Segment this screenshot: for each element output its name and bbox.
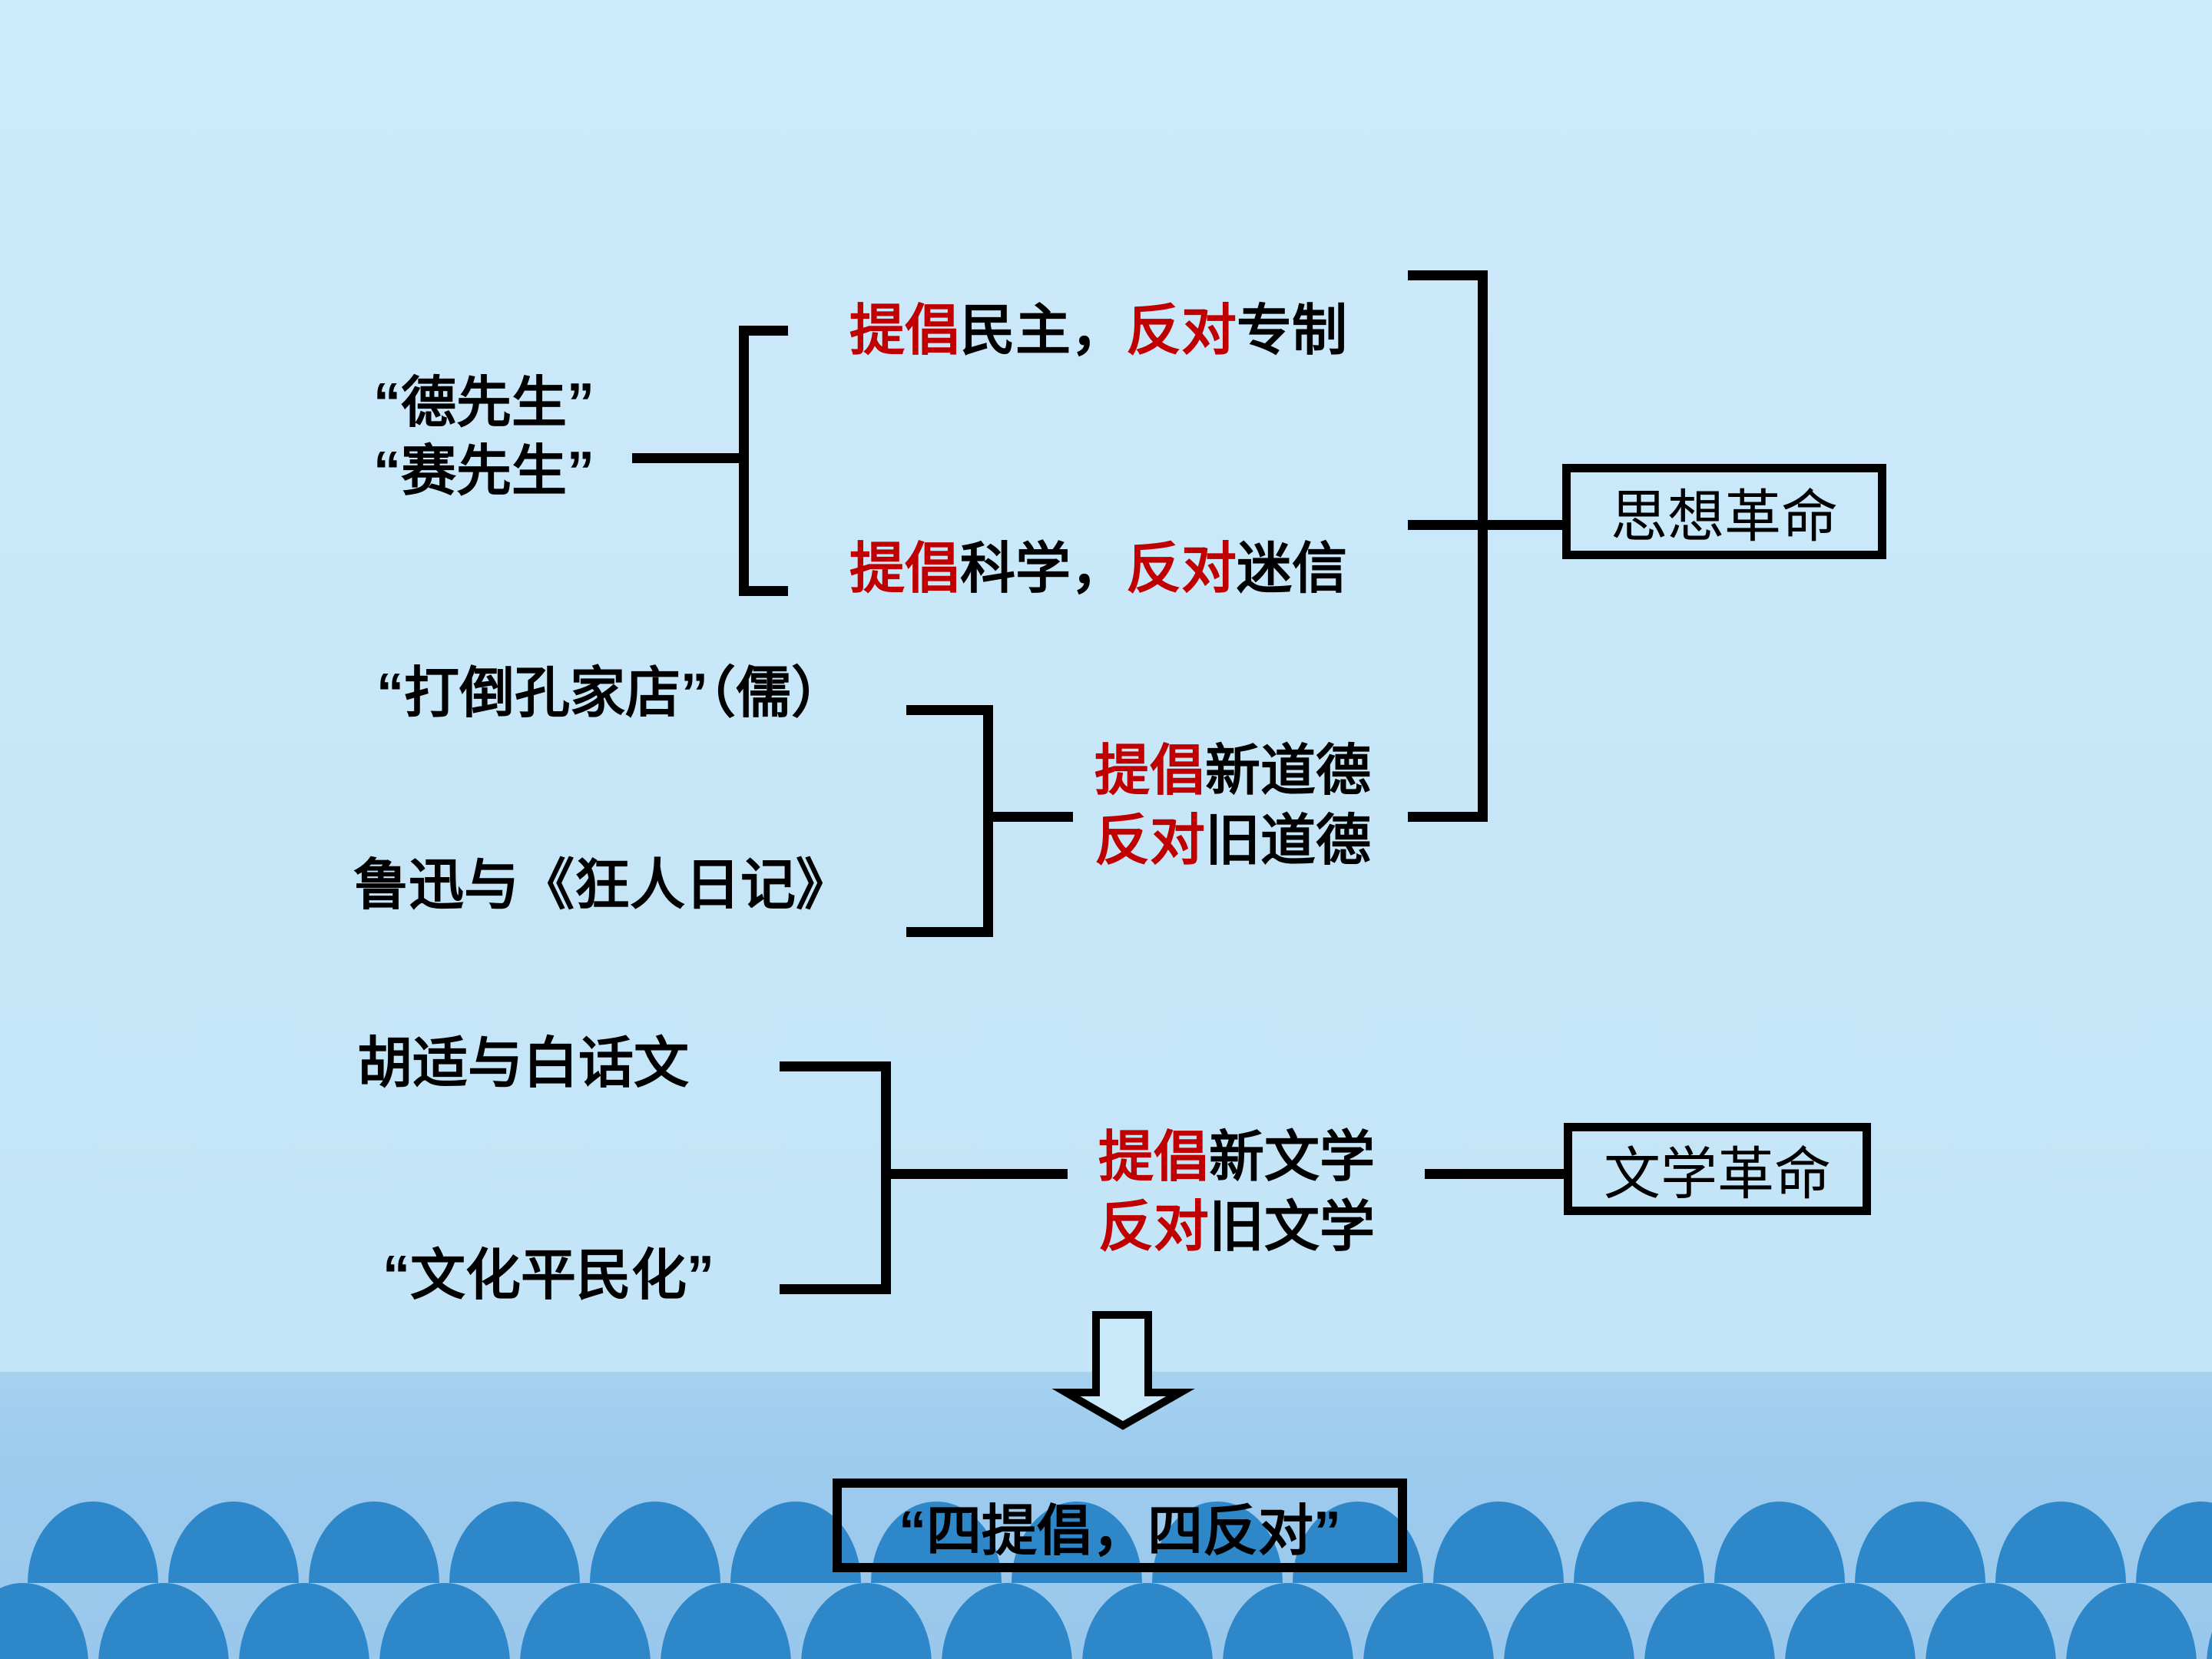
label-wenhua: “文化平民化” xyxy=(382,1245,715,1306)
wave-dome xyxy=(801,1583,932,1659)
label-hushi: 胡适与白话文 xyxy=(357,1033,690,1094)
bracket4-vertical-line xyxy=(881,1061,891,1294)
emphasis-red-text: 反对 xyxy=(1126,538,1237,600)
slogan-science: 提倡科学，反对迷信 xyxy=(849,541,1347,597)
bracket1-bottom-arm-line xyxy=(739,586,788,596)
plain-text: 迷信 xyxy=(1237,538,1348,600)
bracket3-middle-arm-line xyxy=(993,812,1073,822)
conclusion-box: “四提倡，四反对” xyxy=(833,1479,1407,1572)
bracket2-vertical-line xyxy=(1478,270,1488,822)
label-luxun: 鲁迅与《狂人日记》 xyxy=(353,855,852,916)
slogan-literature-line2: 反对旧文学 xyxy=(1098,1193,1375,1263)
bracket3-vertical-line xyxy=(983,705,993,937)
wave-dome xyxy=(2207,1583,2212,1659)
wave-dome xyxy=(309,1502,439,1583)
plain-text: 新文学 xyxy=(1209,1127,1376,1188)
bracket3-bottom-arm-line xyxy=(906,927,993,937)
wave-dome xyxy=(1995,1502,2126,1583)
wave-dome xyxy=(1855,1502,1985,1583)
label-mr-democracy: “德先生” xyxy=(373,373,595,434)
wave-dome xyxy=(1504,1583,1634,1659)
wave-dome xyxy=(1363,1583,1494,1659)
wave-dome xyxy=(1644,1583,1775,1659)
bracket1-top-arm-line xyxy=(739,326,788,336)
literature-revolution-box: 文学革命 xyxy=(1564,1123,1871,1215)
plain-text: 旧道德 xyxy=(1205,810,1372,872)
wave-dome xyxy=(520,1583,651,1659)
literature-box-connector-line xyxy=(1425,1169,1564,1179)
wave-dome xyxy=(1433,1502,1564,1583)
wave-dome xyxy=(379,1583,510,1659)
wave-dome xyxy=(28,1502,158,1583)
wave-dome xyxy=(449,1502,580,1583)
plain-text: 新道德 xyxy=(1205,740,1372,802)
bracket1-vertical-line xyxy=(739,326,749,596)
emphasis-red-text: 提倡 xyxy=(1098,1127,1210,1188)
bracket1-stem-line xyxy=(632,453,749,463)
emphasis-red-text: 反对 xyxy=(1126,300,1237,362)
wave-dome xyxy=(590,1502,720,1583)
bracket4-middle-arm-line xyxy=(891,1169,1068,1179)
bracket4-bottom-arm-line xyxy=(780,1284,891,1294)
bracket2-top-arm-line xyxy=(1408,270,1488,280)
bracket4-top-arm-line xyxy=(780,1061,891,1071)
plain-text: 科学， xyxy=(960,538,1127,600)
down-arrow-icon xyxy=(1051,1311,1195,1430)
wave-dome xyxy=(98,1583,229,1659)
wave-dome xyxy=(168,1502,299,1583)
wave-dome xyxy=(0,1583,88,1659)
bracket3-top-arm-line xyxy=(906,705,993,715)
wave-dome xyxy=(2136,1502,2212,1583)
emphasis-red-text: 反对 xyxy=(1098,1197,1210,1258)
bracket2-bottom-arm-line xyxy=(1408,812,1488,822)
emphasis-red-text: 提倡 xyxy=(849,538,961,600)
emphasis-red-text: 反对 xyxy=(1094,810,1206,872)
slogan-morality: 提倡新道德 反对旧道德 xyxy=(1094,737,1371,876)
wave-dome xyxy=(1223,1583,1353,1659)
emphasis-red-text: 提倡 xyxy=(1094,740,1206,802)
wave-dome xyxy=(1785,1583,1916,1659)
wave-dome xyxy=(1714,1502,1845,1583)
slogan-democracy: 提倡民主，反对专制 xyxy=(849,303,1347,359)
wave-dome xyxy=(1082,1583,1213,1659)
slogan-morality-line1: 提倡新道德 xyxy=(1094,737,1371,806)
wave-dome xyxy=(942,1583,1072,1659)
wave-dome xyxy=(1574,1502,1704,1583)
wave-dome xyxy=(661,1583,791,1659)
plain-text: 民主， xyxy=(960,300,1127,362)
slogan-literature: 提倡新文学 反对旧文学 xyxy=(1098,1123,1375,1263)
label-mr-democracy-science: “德先生” “赛先生” xyxy=(373,369,594,506)
wave-dome xyxy=(1926,1583,2056,1659)
wave-dome xyxy=(2066,1583,2197,1659)
emphasis-red-text: 提倡 xyxy=(849,300,961,362)
slogan-literature-line1: 提倡新文学 xyxy=(1098,1123,1375,1193)
label-mr-science: “赛先生” xyxy=(373,441,595,502)
bracket2-middle-arm-line xyxy=(1408,520,1562,530)
plain-text: 旧文学 xyxy=(1209,1197,1376,1258)
thought-revolution-box: 思想革命 xyxy=(1562,464,1886,559)
label-kongjiadian: “打倒孔家店”（儒） xyxy=(376,663,847,724)
slogan-morality-line2: 反对旧道德 xyxy=(1094,806,1371,876)
plain-text: 专制 xyxy=(1237,300,1348,362)
wave-dome xyxy=(239,1583,369,1659)
